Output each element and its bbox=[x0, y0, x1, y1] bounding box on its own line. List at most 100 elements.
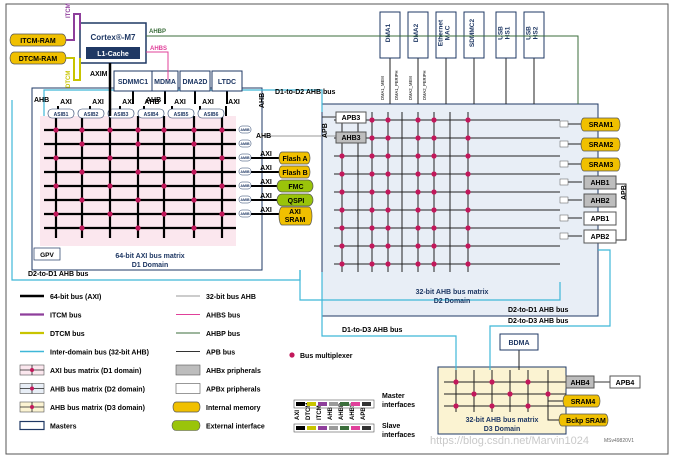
d1-domain-label: D1 Domain bbox=[132, 262, 169, 269]
legend-slave-iface-swatch bbox=[296, 426, 305, 430]
apb2-label: APB2 bbox=[591, 234, 610, 241]
bdma-master-box bbox=[499, 333, 539, 351]
dma2-master-box bbox=[407, 11, 429, 59]
bus-multiplexer bbox=[431, 225, 437, 231]
ahb2-box bbox=[583, 193, 617, 208]
legend-master-iface-swatch bbox=[296, 402, 305, 406]
bus-multiplexer bbox=[79, 127, 85, 133]
ahb4-box bbox=[565, 375, 595, 389]
bus-multiplexer bbox=[53, 155, 59, 161]
d1-to-d2-label: D1-to-D2 AHB bus bbox=[275, 89, 336, 96]
legend-interface-ahb: AHB bbox=[328, 406, 334, 420]
dma1-master-label: DMA1 bbox=[385, 23, 392, 42]
bus-multiplexer bbox=[465, 261, 471, 267]
apb1-label: APB1 bbox=[591, 216, 610, 223]
bus-multiplexer bbox=[107, 127, 113, 133]
bus-multiplexer bbox=[415, 153, 421, 159]
bus-multiplexer bbox=[79, 225, 85, 231]
bus-multiplexer bbox=[339, 243, 345, 249]
bus-multiplexer bbox=[471, 391, 477, 397]
d2-matrix-title: 32-bit AHB bus matrix bbox=[416, 289, 489, 296]
bus-multiplexer bbox=[507, 391, 513, 397]
qspi-interface bbox=[276, 193, 314, 207]
fmc-label: FMC bbox=[288, 184, 303, 191]
d2-port-label: DMA1_MEM bbox=[380, 76, 385, 100]
legend-master-iface-swatch bbox=[307, 402, 316, 406]
dtcm-label: DTCM bbox=[66, 71, 72, 88]
d1-matrix-title: 64-bit AXI bus matrix bbox=[115, 253, 184, 260]
itcm-bus bbox=[66, 13, 81, 41]
legend-interface-ahbp: AHBP bbox=[339, 403, 345, 420]
axim-label: AXIM bbox=[90, 71, 108, 78]
bus-multiplexer bbox=[385, 171, 391, 177]
d2-port-label: DMA2_PERIPH bbox=[422, 70, 427, 100]
bus-multiplexer bbox=[385, 189, 391, 195]
bus-multiplexer bbox=[415, 189, 421, 195]
d2-port-label: DMA1_PERIPH bbox=[394, 70, 399, 100]
d1-ahb-label-top: AHB bbox=[146, 97, 161, 104]
d1-ahb-label-rot: AHB bbox=[259, 93, 266, 108]
ahbs-bus bbox=[146, 51, 169, 80]
bus-multiplexer bbox=[369, 135, 375, 141]
bus-multiplexer bbox=[161, 211, 167, 217]
bus-multiplexer bbox=[339, 225, 345, 231]
dma2d-master-label: DMA2D bbox=[183, 79, 208, 86]
apb-bridge-link bbox=[616, 183, 627, 241]
legend-slave-iface-swatch bbox=[318, 426, 327, 430]
bus-multiplexer bbox=[465, 117, 471, 123]
legend-bus-multiplexer: Bus multiplexer bbox=[300, 353, 353, 360]
bus-multiplexer bbox=[369, 225, 375, 231]
bus-multiplexer bbox=[79, 169, 85, 175]
dtcm-ram-label: DTCM-RAM bbox=[19, 56, 58, 63]
axi-port-label: AXI bbox=[174, 99, 186, 106]
dma2-master-label: DMA2 bbox=[413, 23, 420, 42]
axi-port-label: AXI bbox=[202, 99, 214, 106]
d2-port-box bbox=[559, 232, 569, 240]
d3-domain-label: D3 Domain bbox=[484, 426, 521, 433]
axi-port-label: AXI bbox=[228, 99, 240, 106]
bus-multiplexer bbox=[465, 207, 471, 213]
amib-box bbox=[238, 209, 252, 218]
bus-multiplexer bbox=[369, 171, 375, 177]
bus-multiplexer bbox=[191, 169, 197, 175]
legend-64-bit-bus-axi: 64-bit bus (AXI) bbox=[50, 294, 101, 301]
bus-multiplexer bbox=[415, 243, 421, 249]
bus-multiplexer bbox=[415, 135, 421, 141]
d2-port-label: DMA2_MEM bbox=[408, 76, 413, 100]
bus-multiplexer bbox=[465, 225, 471, 231]
amib-box bbox=[238, 167, 252, 176]
legend-d3-swatch-dot bbox=[30, 405, 34, 409]
d2-port-box bbox=[559, 178, 569, 186]
legend-internal-memory: Internal memory bbox=[206, 405, 261, 412]
bus-multiplexer bbox=[107, 211, 113, 217]
asib-box bbox=[77, 108, 105, 119]
d2-port-box bbox=[559, 196, 569, 204]
dtcm-ram: DTCM-RAM bbox=[9, 51, 67, 65]
legend-master-iface-swatch bbox=[329, 402, 338, 406]
bus-multiplexer bbox=[135, 141, 141, 147]
amib-label: AMIB bbox=[240, 212, 250, 216]
slave-axi-label: AXI bbox=[260, 193, 272, 200]
bus-multiplexer bbox=[415, 207, 421, 213]
mdma-master-label: MDMA bbox=[154, 79, 176, 86]
itcm-label: ITCM bbox=[66, 3, 72, 18]
l1-cache-box bbox=[86, 47, 140, 59]
bus-multiplexer bbox=[339, 153, 345, 159]
axi-port-label: AXI bbox=[92, 99, 104, 106]
ahb2-label: AHB2 bbox=[590, 198, 609, 205]
bus-multiplexer bbox=[161, 183, 167, 189]
sdmmc2-master-box bbox=[463, 11, 485, 59]
ahb-port-label: AHB bbox=[144, 99, 159, 106]
asib-4-label: ASIB4 bbox=[144, 112, 159, 118]
bus-multiplexer bbox=[385, 135, 391, 141]
legend-master-iface-box bbox=[293, 399, 375, 409]
bus-multiplexer bbox=[191, 141, 197, 147]
legend-apb-bus: APB bus bbox=[206, 350, 235, 357]
d1-to-d3-label: D1-to-D3 AHB bus bbox=[342, 327, 403, 334]
bus-multiplexer bbox=[135, 127, 141, 133]
axi-sram-label-2: SRAM bbox=[285, 217, 306, 224]
bus-multiplexer bbox=[191, 225, 197, 231]
bus-multiplexer bbox=[431, 261, 437, 267]
